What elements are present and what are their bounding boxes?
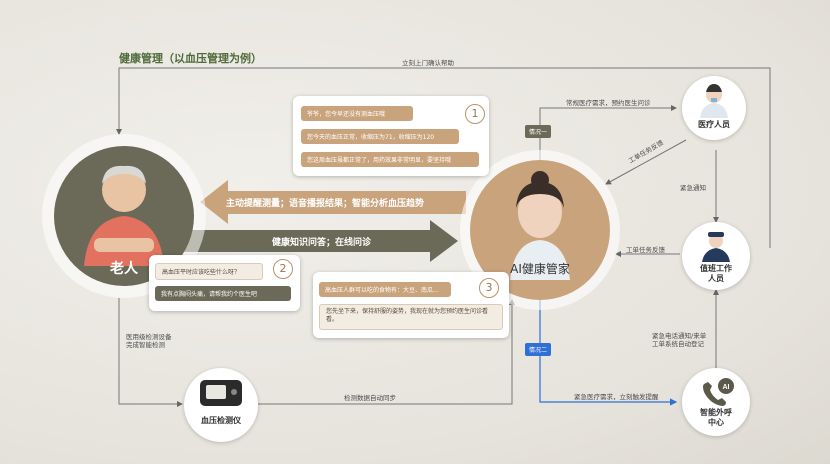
bubble2-line-2: 我有点胸闷头痛，请帮我约个医生吧	[155, 286, 291, 301]
routine-consult-label: 常规医疗需求，预约医生问诊	[566, 99, 651, 107]
dialog-bubble-2: 高血压平时应该吃些什么呀？ 我有点胸闷头痛，请帮我约个医生吧 2	[149, 255, 300, 311]
top-loop-label: 立刻上门确认帮助	[402, 59, 454, 67]
case1-tag: 情况一	[525, 125, 552, 138]
phone-ai-icon: AI	[703, 378, 734, 406]
medical-node: 医疗人员	[682, 76, 746, 140]
elder-label: 老人	[110, 261, 138, 277]
staff-icon	[702, 232, 730, 262]
call-center-label: 智能外呼 中心	[700, 408, 732, 427]
duty-node: 值班工作 人员	[682, 222, 750, 290]
bubble2-line-1: 高血压平时应该吃些什么呀？	[155, 263, 263, 280]
emergency-call-label: 紧急医疗需求，立刻触发提醒	[574, 393, 659, 401]
bubble2-number: 2	[273, 259, 293, 279]
elder-avatar-icon	[84, 165, 164, 266]
duty-label: 值班工作 人员	[700, 264, 732, 283]
bp-device-node: 血压检测仪	[184, 368, 258, 442]
bubble1-number: 1	[465, 104, 485, 124]
bubble3-line-2: 您先坐下来，保持舒服的姿势，我现在就为您预约医生问诊看看。	[319, 304, 503, 330]
bp-device-label: 血压检测仪	[201, 416, 241, 425]
work-order-issue-label: 工单任务反馈	[626, 246, 665, 254]
qa-arrow-label: 健康知识问答；在线问诊	[272, 238, 372, 248]
emergency-notice-label: 紧急通知	[680, 184, 706, 192]
bubble1-line-2: 您今天的血压正常，收缩压为71，收缩压为120	[301, 129, 459, 144]
bp-monitor-icon	[200, 380, 242, 406]
bubble1-line-1: 爷爷，您今早还没有测血压哦	[301, 106, 413, 121]
svg-text:AI: AI	[723, 384, 730, 391]
ai-avatar-icon	[510, 171, 570, 280]
diagram-title: 健康管理（以血压管理为例）	[119, 52, 262, 65]
bubble1-line-3: 您这周血压虽都正常了，用药效果非常明显，要坚持哦	[301, 152, 479, 167]
detect-sync-label: 检测数据自动同步	[344, 394, 396, 402]
auto-log-label: 紧急电话通知/来单 工单系统自动登记	[652, 332, 707, 348]
proactive-arrow-label: 主动提醒测量；语音播报结果；智能分析血压趋势	[226, 199, 425, 209]
call-center-node: AI 智能外呼 中心	[682, 368, 750, 436]
proactive-arrow	[200, 180, 466, 224]
qa-arrow	[170, 220, 458, 262]
case2-tag: 情况二	[525, 343, 552, 356]
bubble3-number: 3	[479, 278, 499, 298]
medical-label: 医疗人员	[698, 120, 730, 129]
device-report-label: 医用级检测设备 完成智能检测	[126, 333, 172, 349]
bubble3-line-1: 高血压人群可以吃的食物有：大豆、南瓜...	[319, 282, 451, 297]
dialog-bubble-1: 爷爷，您今早还没有测血压哦 您今天的血压正常，收缩压为71，收缩压为120 您这…	[293, 96, 489, 176]
ai-label: AI健康管家	[510, 262, 570, 276]
doctor-icon	[700, 84, 728, 118]
dialog-bubble-3: 高血压人群可以吃的食物有：大豆、南瓜... 您先坐下来，保持舒服的姿势，我现在就…	[313, 272, 509, 338]
